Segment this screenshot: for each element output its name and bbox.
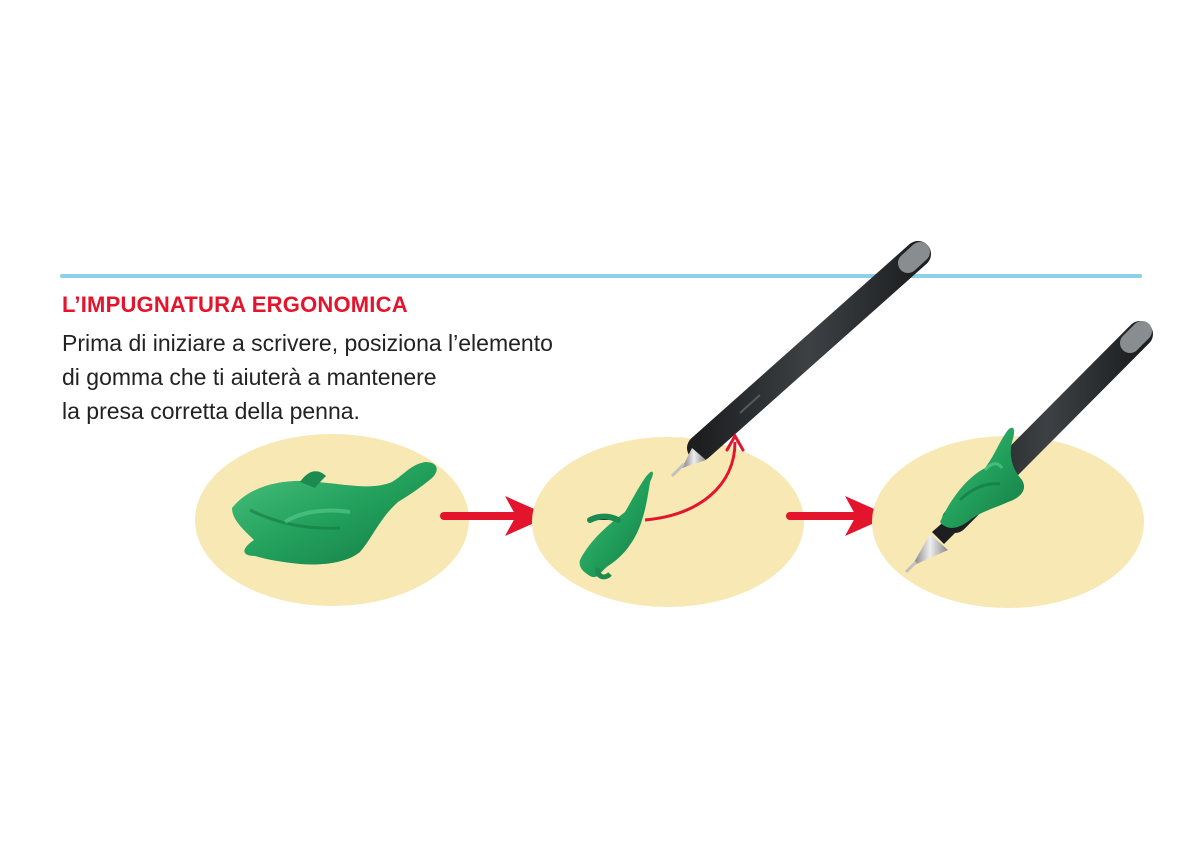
dolphin-grip-icon <box>232 462 437 565</box>
instruction-line-1: Prima di iniziare a scrivere, posiziona … <box>62 330 553 356</box>
pen-with-grip-icon <box>904 321 1153 574</box>
divider-line <box>60 274 1142 278</box>
instruction-text: Prima di iniziare a scrivere, posiziona … <box>62 326 662 428</box>
step-2 <box>532 241 931 607</box>
section-heading: L’IMPUGNATURA ERGONOMICA <box>62 292 408 317</box>
step-3 <box>872 321 1153 608</box>
red-arrow-icon-2 <box>786 496 890 536</box>
instruction-line-3: la presa corretta della penna. <box>62 398 360 424</box>
red-arrow-icon-1 <box>440 496 550 536</box>
instruction-line-2: di gomma che ti aiuterà a mantenere <box>62 364 437 390</box>
step-3-background <box>872 436 1144 608</box>
insertion-arrow <box>644 441 737 522</box>
pen-icon <box>670 241 931 478</box>
dolphin-grip-icon-small <box>579 471 653 580</box>
step-1 <box>195 434 469 606</box>
step-2-background <box>532 437 804 607</box>
